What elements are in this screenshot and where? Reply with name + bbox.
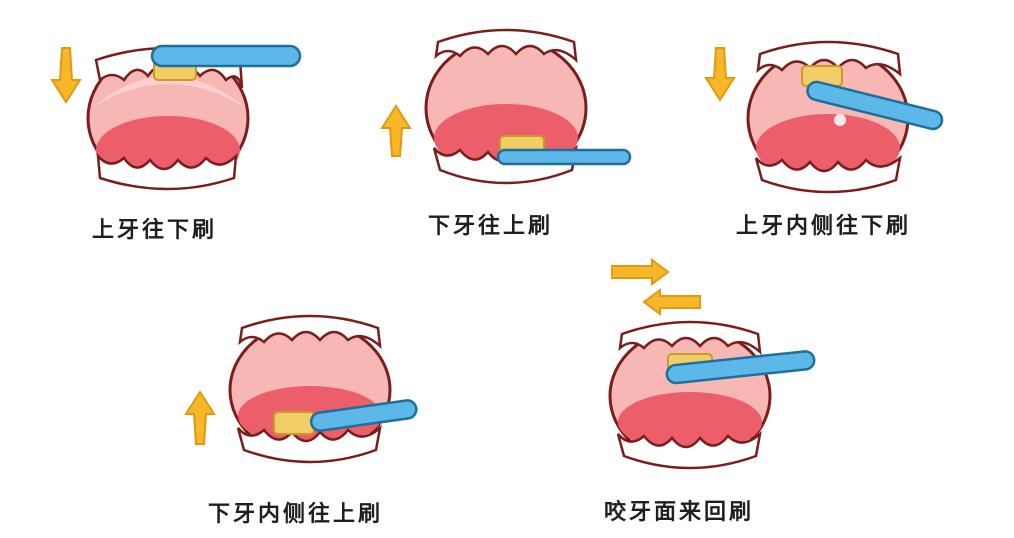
caption-3: 上牙内侧往下刷 [736,214,912,239]
arrow-down-icon [704,47,736,102]
step-1: 上牙往下刷 [0,0,320,260]
mouth-illustration-5 [608,258,816,470]
mouth-illustration-2 [380,28,632,185]
mouth-illustration-1 [50,44,302,191]
caption-2: 下牙往上刷 [428,214,554,239]
step-5: 咬牙面来回刷 [560,256,880,538]
mouth-illustration-4 [184,314,418,464]
arrow-right-icon [611,258,670,286]
arrow-down-icon [50,47,82,104]
caption-5: 咬牙面来回刷 [604,500,755,525]
arrow-up-icon [380,104,412,157]
caption-1: 上牙往下刷 [92,218,218,243]
step-4: 下牙内侧往上刷 [180,300,500,538]
arrow-left-icon [642,288,701,316]
arrow-up-icon [184,390,216,445]
step-2: 下牙往上刷 [340,0,660,260]
mouth-illustration-3 [704,40,944,194]
step-3: 上牙内侧往下刷 [690,0,1010,260]
caption-4: 下牙内侧往上刷 [208,502,384,527]
